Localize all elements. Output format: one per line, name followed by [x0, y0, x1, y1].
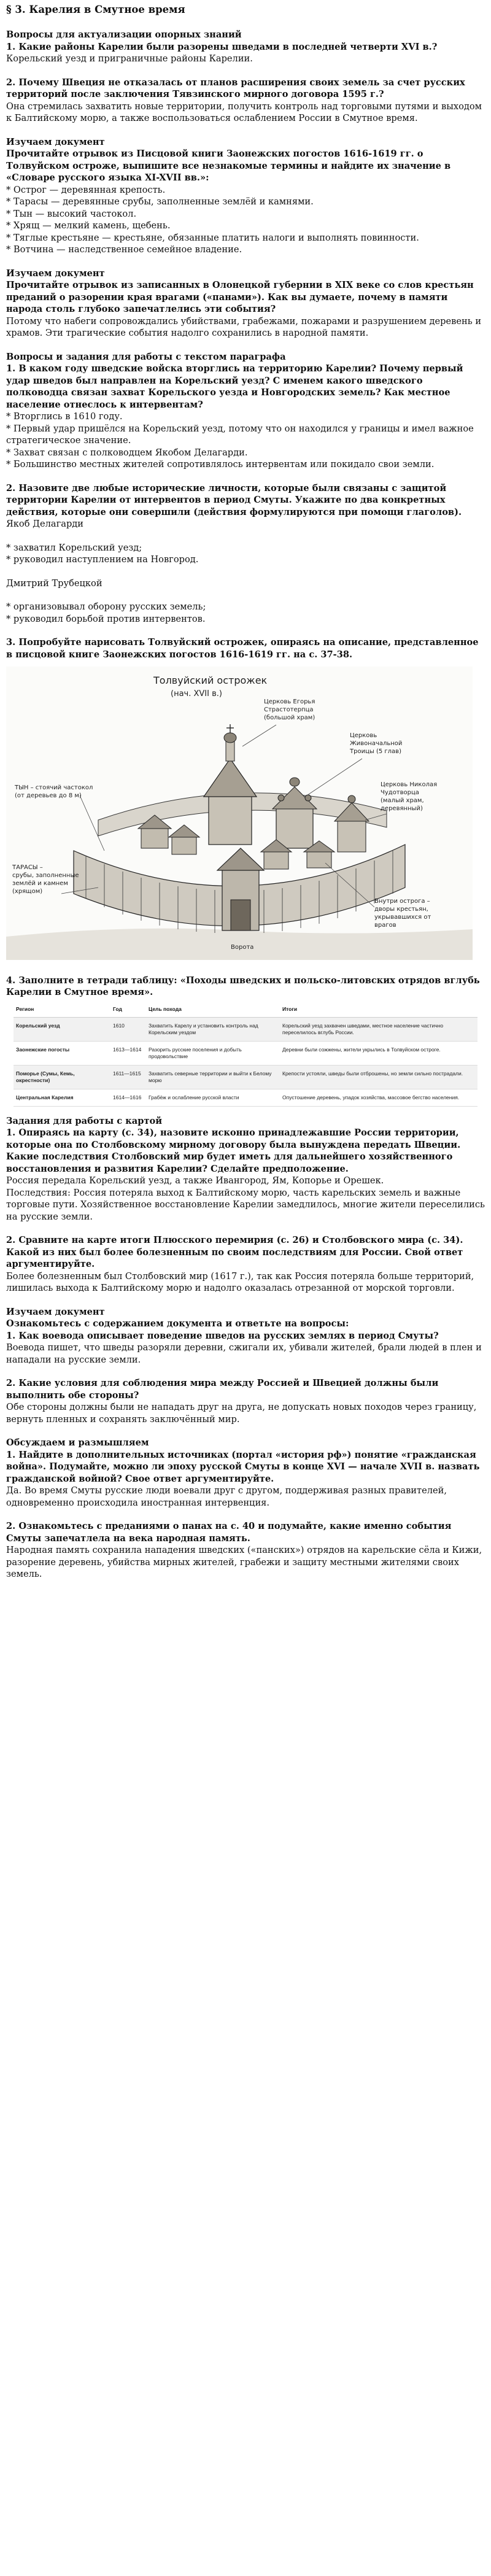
- question: 1. Опираясь на карту (с. 34), назовите и…: [6, 1127, 461, 1174]
- question: 2. Почему Швеция не отказалась от планов…: [6, 77, 465, 100]
- table-header-row: Регион Год Цель похода Итоги: [14, 1002, 477, 1018]
- leader-lines: [61, 724, 387, 908]
- question: 1. Как воевода описывает поведение шведо…: [6, 1330, 439, 1341]
- table-row: Поморье (Сумы, Кемь, окрестности) 1611—1…: [14, 1065, 477, 1089]
- church-troitsy: [271, 777, 318, 849]
- cell-goal: Захватить Карелу и установить контроль н…: [146, 1017, 280, 1042]
- answer: Да. Во время Смуты русские люди воевали …: [6, 1485, 447, 1508]
- answer: Потому что набеги сопровождались убийств…: [6, 315, 482, 339]
- document-page: § 3. Карелия в Смутное время Вопросы для…: [6, 4, 485, 1579]
- gate-tower: [216, 848, 265, 931]
- cell-result: Опустошение деревень, упадок хозяйства, …: [280, 1089, 477, 1107]
- cell-region: Заонежские погосты: [14, 1041, 110, 1066]
- answer: Она стремилась захватить новые территори…: [6, 101, 482, 124]
- person-name: Якоб Делагарди: [6, 519, 83, 529]
- church-nikolaya: [333, 795, 370, 853]
- label-inside: Внутри острога –дворы крестьян,укрывавши…: [374, 898, 431, 929]
- cell-region: Корельский уезд: [14, 1017, 110, 1042]
- section-heading: Изучаем документ: [6, 268, 105, 279]
- section-heading: Вопросы и задания для работы с текстом п…: [6, 351, 286, 362]
- cell-goal: Грабёж и ослабление русской власти: [146, 1089, 280, 1107]
- section-heading: Задания для работы с картой: [6, 1115, 163, 1126]
- label-vorota: Ворота: [231, 944, 253, 951]
- section-heading: Изучаем документ: [6, 1306, 105, 1317]
- person-name: Дмитрий Трубецкой: [6, 578, 102, 589]
- question: 2. Сравните на карте итоги Плюсского пер…: [6, 1235, 463, 1269]
- answer: Народная память сохранила нападения швед…: [6, 1545, 482, 1579]
- illustration-title: Толвуйский острожек: [153, 675, 268, 686]
- cell-year: 1610: [110, 1017, 146, 1042]
- question: 2. Какие условия для соблюдения мира меж…: [6, 1378, 439, 1401]
- cell-year: 1613—1614: [110, 1041, 146, 1066]
- question: 1. В каком году шведские войска вторглис…: [6, 363, 463, 410]
- question: 1. Найдите в дополнительных источниках (…: [6, 1449, 480, 1484]
- col-header: Итоги: [280, 1002, 477, 1018]
- section-heading: Вопросы для актуализации опорных знаний: [6, 29, 242, 40]
- answer: Обе стороны должны были не нападать друг…: [6, 1402, 477, 1425]
- question: 1. Какие районы Карелии были разорены шв…: [6, 41, 438, 52]
- answer: Россия передала Корельский уезд, а также…: [6, 1175, 485, 1222]
- col-header: Год: [110, 1002, 146, 1018]
- cell-result: Крепости устояли, шведы были отброшены, …: [280, 1065, 477, 1089]
- label-tyn: ТЫН – стоячий частокол(от деревьев до 8 …: [14, 784, 93, 799]
- question: Ознакомьтесь с содержанием документа и о…: [6, 1318, 349, 1329]
- church-egorya: [203, 724, 258, 845]
- question: 4. Заполните в тетради таблицу: «Походы …: [6, 975, 480, 998]
- table-row: Заонежские погосты 1613—1614 Разорить ру…: [14, 1041, 477, 1066]
- answer: Более болезненным был Столбовский мир (1…: [6, 1271, 474, 1294]
- cell-region: Поморье (Сумы, Кемь, окрестности): [14, 1065, 110, 1089]
- col-header: Регион: [14, 1002, 110, 1018]
- answer: * Вторглись в 1610 году. * Первый удар п…: [6, 411, 474, 470]
- cell-result: Корельский уезд захвачен шведами, местно…: [280, 1017, 477, 1042]
- question: Прочитайте отрывок из Писцовой книги Зао…: [6, 149, 451, 183]
- page-title: § 3. Карелия в Смутное время: [6, 4, 185, 15]
- cell-goal: Разорить русские поселения и добыть прод…: [146, 1041, 280, 1066]
- front-palisade: [73, 844, 406, 933]
- cell-goal: Захватить северные территории и выйти к …: [146, 1065, 280, 1089]
- section-heading: Изучаем документ: [6, 136, 105, 147]
- question: 2. Назовите две любые исторические лично…: [6, 482, 462, 517]
- table-row: Центральная Карелия 1614—1616 Грабёж и о…: [14, 1089, 477, 1107]
- answer: Воевода пишет, что шведы разоряли деревн…: [6, 1342, 482, 1365]
- question: 2. Ознакомьтесь с преданиями о панах на …: [6, 1521, 452, 1544]
- cell-year: 1614—1616: [110, 1089, 146, 1107]
- col-header: Цель похода: [146, 1002, 280, 1018]
- illustration-subtitle: (нач. XVII в.): [171, 689, 222, 698]
- person-actions: * организовывал оборону русских земель; …: [6, 601, 206, 624]
- question: 3. Попробуйте нарисовать Толвуйский остр…: [6, 637, 479, 660]
- terms-list: * Острог — деревянная крепость. * Тарасы…: [6, 184, 419, 255]
- question: Прочитайте отрывок из записанных в Олоне…: [6, 280, 474, 314]
- ostrog-drawing: Толвуйский острожек (нач. XVII в.) ТЫН –…: [6, 667, 473, 960]
- answer: Корельский уезд и приграничные районы Ка…: [6, 53, 253, 64]
- section-heading: Обсуждаем и размышляем: [6, 1437, 149, 1448]
- cell-region: Центральная Карелия: [14, 1089, 110, 1107]
- table-row: Корельский уезд 1610 Захватить Карелу и …: [14, 1017, 477, 1042]
- person-actions: * захватил Корельский уезд; * руководил …: [6, 542, 199, 565]
- campaigns-table: Регион Год Цель похода Итоги Корельский …: [14, 1002, 477, 1107]
- cell-year: 1611—1615: [110, 1065, 146, 1089]
- ostrog-illustration: Толвуйский острожек (нач. XVII в.) ТЫН –…: [6, 667, 485, 964]
- back-palisade: [98, 792, 387, 837]
- ground: [6, 928, 473, 960]
- cell-result: Деревни были сожжены, жители укрылись в …: [280, 1041, 477, 1066]
